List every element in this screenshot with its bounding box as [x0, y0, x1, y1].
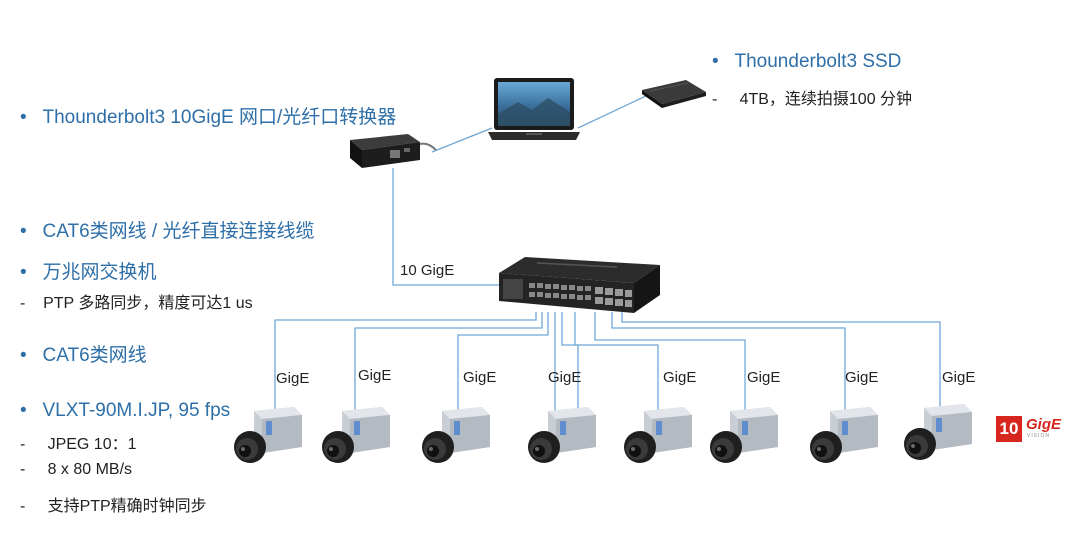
camera-icon — [234, 407, 302, 463]
camera-icon — [904, 404, 972, 460]
switch-note-label: PTP 多路同步，精度可达1 us — [43, 295, 253, 312]
camera-link-label: GigE — [747, 369, 781, 386]
converter-label: Thounderbolt3 10GigE 网口/光纤口转换器 — [42, 107, 397, 128]
bullet: • — [20, 107, 27, 128]
camera-note-3: - 支持PTP精确时钟同步 — [20, 498, 207, 515]
camera-link-label: GigE — [463, 369, 497, 386]
wire-cam-2 — [354, 312, 543, 425]
bullet: • — [20, 221, 27, 242]
camera-item: • VLXT-90M.I.JP, 95 fps — [20, 400, 230, 422]
cable1-item: • CAT6类网线 / 光纤直接连接线缆 — [20, 216, 315, 243]
converter-icon — [350, 134, 437, 168]
bullet: • — [20, 345, 27, 366]
camera-icon — [422, 407, 490, 463]
wire-cam-1 — [274, 312, 537, 425]
bullet: • — [20, 400, 27, 421]
wire-cam-3 — [457, 312, 549, 430]
camera-icon — [322, 407, 390, 463]
cable2-item: • CAT6类网线 — [20, 340, 147, 367]
ssd-item: • Thounderbolt3 SSD — [712, 51, 901, 73]
bullet: • — [712, 51, 719, 72]
cable2-label: CAT6类网线 — [42, 345, 147, 366]
network-switch-icon — [499, 257, 660, 313]
camera-note-1: - JPEG 10：1 — [20, 436, 137, 453]
laptop-icon — [488, 78, 580, 140]
camera-label: VLXT-90M.I.JP, 95 fps — [42, 400, 231, 421]
camera-link-label: GigE — [845, 369, 879, 386]
wire-laptop-ssd — [577, 94, 649, 129]
camera-icon — [710, 407, 778, 463]
uplink-label: 10 GigE — [400, 262, 455, 279]
logo-sub: VISION — [1027, 433, 1050, 439]
converter-item: • Thounderbolt3 10GigE 网口/光纤口转换器 — [20, 102, 396, 129]
wire-cam-7 — [594, 312, 746, 430]
camera-icon — [528, 407, 596, 463]
camera-note-2: - 8 x 80 MB/s — [20, 461, 133, 478]
dash: - — [20, 498, 26, 515]
bullet: • — [20, 262, 27, 283]
wire-cam-5 — [561, 312, 579, 430]
wire-converter-laptop — [431, 127, 493, 153]
ssd-title: Thounderbolt3 SSD — [734, 51, 902, 72]
wire-cam-6 — [574, 312, 659, 430]
switch-note: - PTP 多路同步，精度可达1 us — [20, 289, 253, 313]
camera-link-label: GigE — [548, 369, 582, 386]
camera-icon — [810, 407, 878, 463]
camera-link-label: GigE — [276, 370, 310, 387]
switch-label: 万兆网交换机 — [42, 262, 157, 283]
camera-link-label: GigE — [942, 369, 976, 386]
cable1-label: CAT6类网线 / 光纤直接连接线缆 — [42, 221, 315, 242]
dash: - — [712, 91, 718, 108]
dash: - — [20, 461, 26, 478]
switch-item: • 万兆网交换机 — [20, 257, 157, 284]
logo-text: GigE — [1026, 416, 1062, 433]
dash: - — [20, 436, 26, 453]
camera-link-label: GigE — [358, 367, 392, 384]
wire-cam-8 — [611, 312, 846, 430]
camera-link-label: GigE — [663, 369, 697, 386]
camera-icon — [624, 407, 692, 463]
ssd-icon — [642, 80, 706, 108]
ssd-note: - 4TB，连续拍摄100 分钟 — [712, 91, 913, 108]
gige-vision-logo: 10 GigE VISION — [996, 416, 1068, 442]
wire-cam-9 — [621, 312, 941, 425]
wire-converter-switch — [392, 168, 510, 286]
logo-number: 10 — [996, 416, 1022, 442]
dash: - — [20, 295, 26, 312]
